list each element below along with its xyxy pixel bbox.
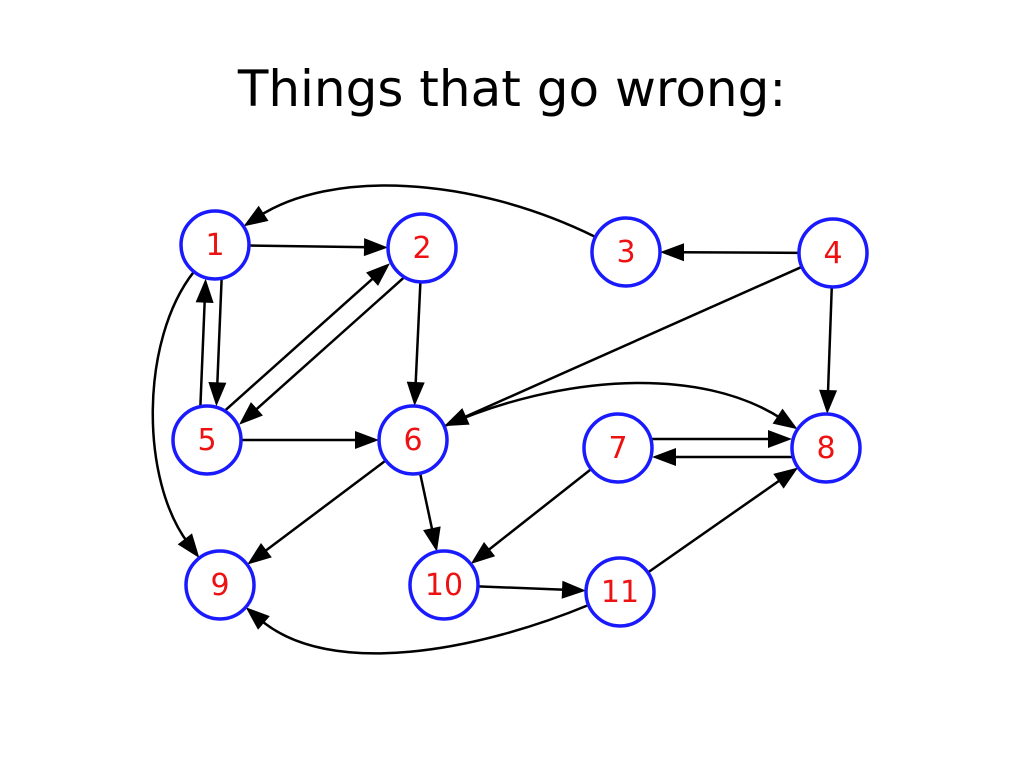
edge-1-to-2 [248,238,389,257]
edge-6-to-9 [247,459,387,565]
edge-2-to-6-line [414,281,422,389]
node-circle [797,217,869,289]
edge-5-to-6-arrowhead [355,431,379,449]
edge-4-to-6-line [459,265,803,420]
edge-6-to-8 [443,381,798,430]
edge-2-to-5-line [251,277,405,414]
node-6: 6 [377,404,449,476]
edge-1-to-2-line [248,244,371,249]
node-circle [408,549,480,621]
edge-1-to-5 [208,279,227,407]
slide-title: Things that go wrong: [237,60,787,118]
edge-5-to-1-line [199,296,207,406]
edge-5-to-2-arrowhead [366,263,390,286]
node-circle [790,412,862,484]
edge-6-to-10 [418,472,441,552]
edge-11-to-9 [245,603,590,655]
edge-4-to-3 [659,243,800,262]
edge-3-to-1-arrowhead [243,205,269,227]
node-label: 11 [601,575,639,610]
node-11: 11 [584,556,656,628]
node-10: 10 [408,549,480,621]
edge-10-to-11 [477,580,587,599]
node-3: 3 [590,216,662,288]
node-label: 6 [403,423,422,458]
node-8: 8 [790,412,862,484]
nodes-layer: 1 2 3 4 5 6 7 8 9 10 11 [171,209,869,628]
edge-5-to-1 [195,278,214,406]
node-circle [582,412,654,484]
edge-6-to-8-arrowhead [772,408,798,430]
edge-7-to-10 [470,468,593,564]
edge-7-to-8 [652,430,792,448]
edge-5-to-2 [224,263,390,411]
edge-4-to-6-arrowhead [444,408,470,427]
edge-6-to-10-line [418,472,435,535]
node-circle [184,549,256,621]
edge-8-to-7 [652,448,792,466]
node-circle [171,404,243,476]
edge-6-to-9-arrowhead [247,542,272,565]
edge-2-to-5 [239,277,405,425]
edge-6-to-8-line [443,381,784,428]
edge-1-to-5-line [215,279,223,389]
edge-3-to-1-line [257,184,597,239]
edge-10-to-11-arrowhead [561,580,587,599]
edge-4-to-3-line [677,251,800,255]
edge-10-to-11-line [477,585,569,592]
node-2: 2 [386,212,458,284]
node-label: 8 [816,431,835,466]
edge-11-to-9-arrowhead [245,607,270,630]
edge-6-to-10-arrowhead [423,526,441,552]
edge-7-to-10-line [484,468,593,554]
edges-layer [151,184,838,655]
edge-1-to-5-arrowhead [208,382,227,407]
edge-1-to-9 [151,270,200,558]
edge-4-to-8 [819,286,838,415]
edge-1-to-9-arrowhead [177,533,200,558]
edge-4-to-3-arrowhead [659,243,685,262]
node-label: 5 [197,423,216,458]
node-label: 7 [608,431,627,466]
node-label: 3 [616,235,635,270]
node-9: 9 [184,549,256,621]
edge-2-to-6-arrowhead [406,381,425,407]
node-label: 9 [210,568,229,603]
node-1: 1 [179,209,251,281]
edge-5-to-1-arrowhead [195,278,214,303]
node-label: 10 [425,568,463,603]
node-circle [590,216,662,288]
node-circle [386,212,458,284]
edge-4-to-8-arrowhead [819,389,838,415]
edge-7-to-10-arrowhead [470,542,496,564]
edge-6-to-9-line [260,459,387,555]
edge-3-to-1 [243,184,597,239]
node-label: 1 [205,228,224,263]
node-4: 4 [797,217,869,289]
edge-1-to-9-line [151,270,195,545]
edge-7-to-8-arrowhead [768,430,792,448]
node-label: 2 [412,231,431,266]
edge-2-to-5-arrowhead [239,402,263,425]
edge-5-to-6 [241,431,379,449]
node-label: 4 [823,236,842,271]
node-circle [179,209,251,281]
edge-1-to-2-arrowhead [363,238,389,257]
edge-8-to-7-arrowhead [652,448,676,466]
edge-2-to-6 [406,281,425,407]
edge-4-to-8-line [826,286,834,397]
node-7: 7 [582,412,654,484]
edge-11-to-9-line [258,603,590,655]
edge-11-to-8 [647,467,799,574]
node-circle [377,404,449,476]
node-circle [584,556,656,628]
edge-5-to-2-line [224,274,378,411]
edge-11-to-8-line [647,476,785,574]
edge-11-to-8-arrowhead [773,467,799,489]
node-5: 5 [171,404,243,476]
edge-4-to-6 [444,265,803,427]
